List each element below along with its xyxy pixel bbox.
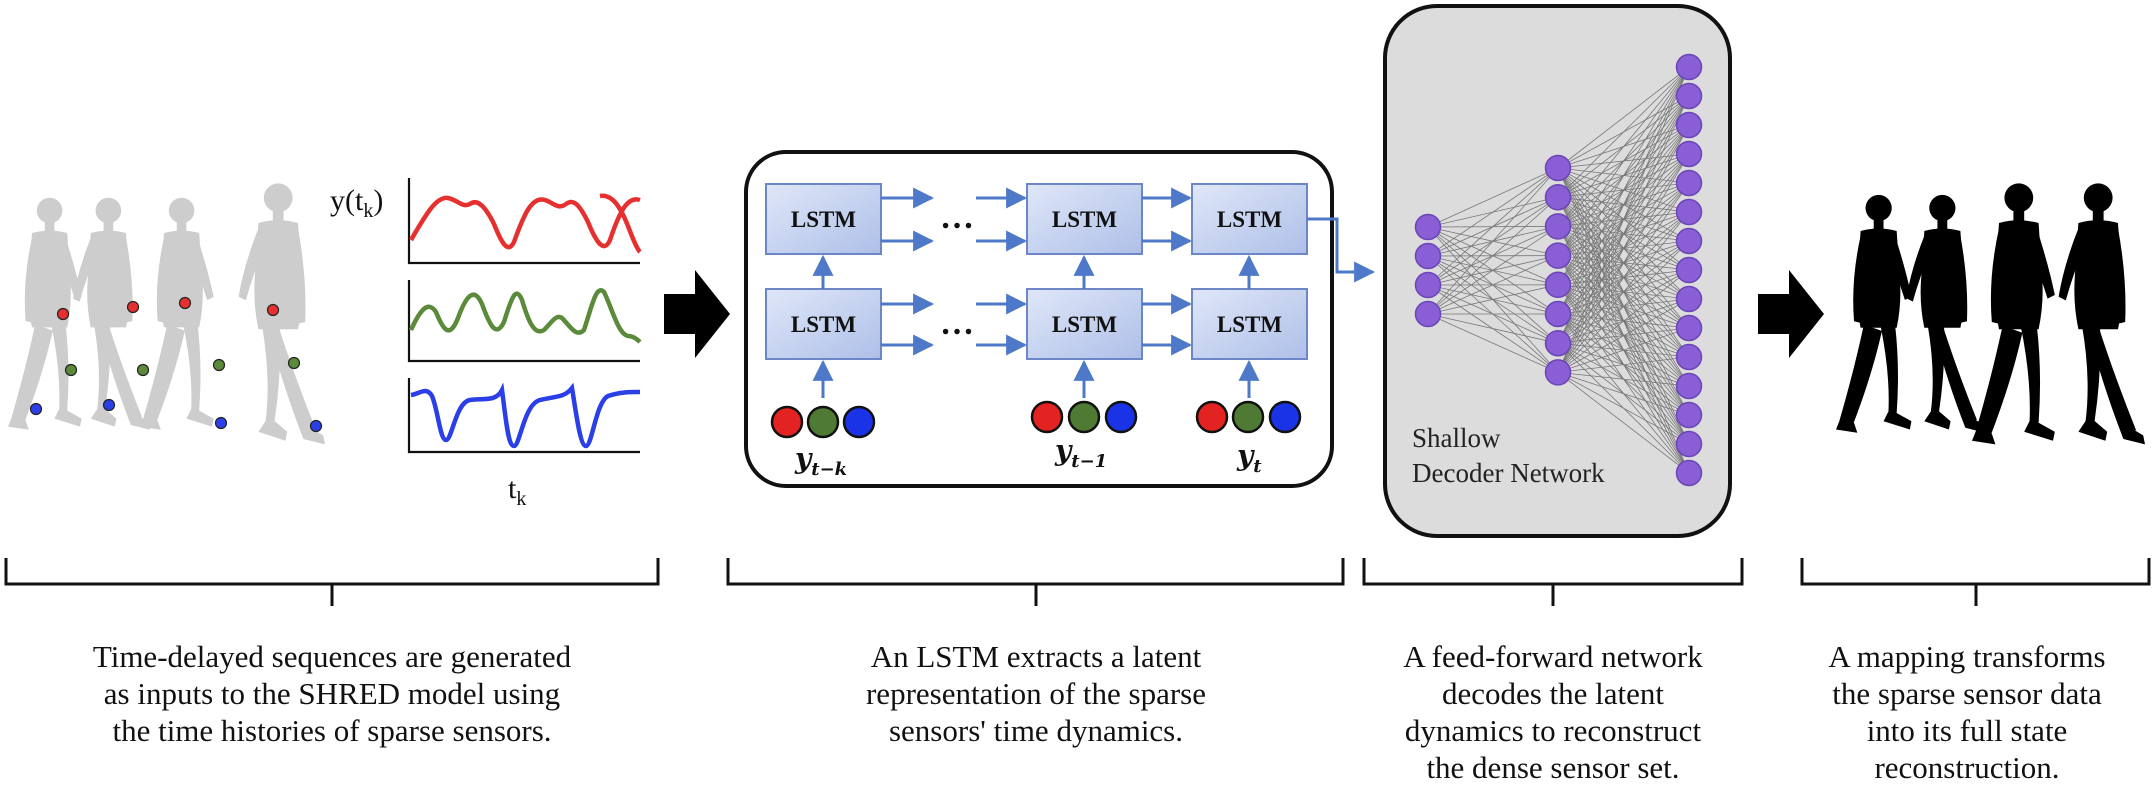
signal-y-axis-label: y(tk) xyxy=(330,184,383,222)
bracket-3 xyxy=(1364,558,1742,606)
decoder-node-layer-3 xyxy=(1677,345,1702,370)
signal-blue-line xyxy=(411,388,640,446)
brackets xyxy=(6,558,2149,606)
svg-text:LSTM: LSTM xyxy=(1052,312,1117,337)
flow-arrow-1 xyxy=(664,270,730,358)
svg-text:…: … xyxy=(940,305,974,342)
decoder-node-layer-3 xyxy=(1677,374,1702,399)
flow-arrow-3 xyxy=(1758,270,1824,358)
decoder-node-layer-1 xyxy=(1416,273,1441,298)
decoder-node-layer-2 xyxy=(1546,156,1571,181)
decoder-node-layer-1 xyxy=(1416,244,1441,269)
svg-text:LSTM: LSTM xyxy=(1217,207,1282,232)
svg-text:LSTM: LSTM xyxy=(791,312,856,337)
svg-text:LSTM: LSTM xyxy=(1052,207,1117,232)
decoder-node-layer-2 xyxy=(1546,302,1571,327)
signal-x-axis-label: tk xyxy=(508,472,526,510)
decoder-node-layer-3 xyxy=(1677,171,1702,196)
lstm-cell-bottom-2: LSTM xyxy=(1027,289,1142,359)
black-walkers xyxy=(1836,183,2145,444)
decoder-node-layer-3 xyxy=(1677,55,1702,80)
decoder-node-layer-2 xyxy=(1546,185,1571,210)
bracket-4 xyxy=(1802,558,2149,606)
decoder-node-layer-3 xyxy=(1677,142,1702,167)
bracket-2 xyxy=(728,558,1343,606)
decoder-title-line1: Shallow xyxy=(1412,423,1501,453)
decoder-node-layer-3 xyxy=(1677,258,1702,283)
decoder-node-layer-2 xyxy=(1546,331,1571,356)
decoder-node-layer-3 xyxy=(1677,316,1702,341)
decoder-node-layer-2 xyxy=(1546,272,1571,297)
signal-red-line xyxy=(411,198,640,247)
decoder-node-layer-1 xyxy=(1416,302,1441,327)
svg-text:…: … xyxy=(940,199,974,236)
lstm-cell-top-1: LSTM xyxy=(766,184,881,254)
lstm-cell-bottom-1: LSTM xyxy=(766,289,881,359)
signal-green-line xyxy=(411,290,640,342)
decoder-node-layer-3 xyxy=(1677,229,1702,254)
decoder-node-layer-3 xyxy=(1677,461,1702,486)
decoder-node-layer-1 xyxy=(1416,215,1441,240)
decoder-node-layer-2 xyxy=(1546,214,1571,239)
decoder-node-layer-3 xyxy=(1677,84,1702,109)
lstm-cell-top-3: LSTM xyxy=(1192,184,1307,254)
decoder-title-line2: Decoder Network xyxy=(1412,458,1605,488)
decoder-node-layer-3 xyxy=(1677,432,1702,457)
lstm-cell-bottom-3: LSTM xyxy=(1192,289,1307,359)
decoder-node-layer-3 xyxy=(1677,200,1702,225)
bracket-1 xyxy=(6,558,658,606)
decoder-node-layer-3 xyxy=(1677,403,1702,428)
svg-text:LSTM: LSTM xyxy=(1217,312,1282,337)
decoder-node-layer-3 xyxy=(1677,287,1702,312)
lstm-cell-top-2: LSTM xyxy=(1027,184,1142,254)
decoder-node-layer-2 xyxy=(1546,243,1571,268)
svg-text:LSTM: LSTM xyxy=(791,207,856,232)
decoder-node-layer-3 xyxy=(1677,113,1702,138)
decoder-node-layer-2 xyxy=(1546,360,1571,385)
